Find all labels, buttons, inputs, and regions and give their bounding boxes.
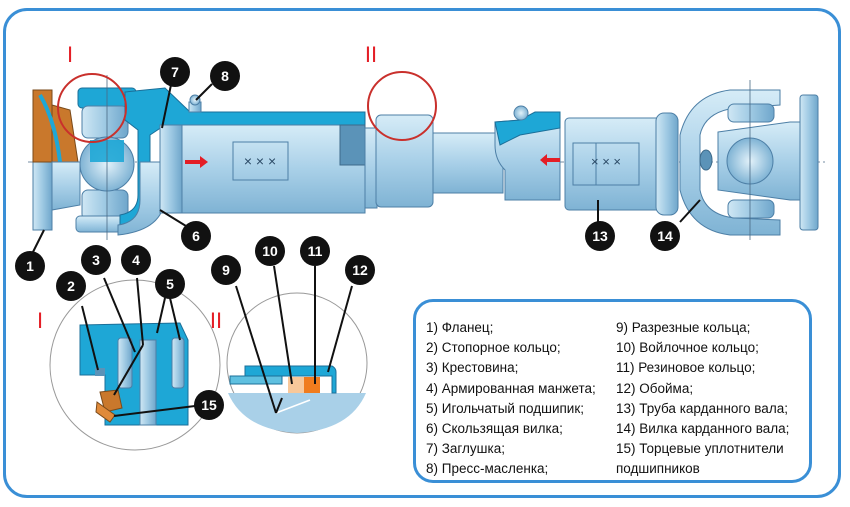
svg-text:× × ×: × × × [244,153,276,169]
legend-item: 4) Армированная манжета; [426,380,596,396]
legend-item: 2) Стопорное кольцо; [426,340,561,356]
svg-text:10: 10 [262,243,278,259]
legend-column-right: 9) Разрезные кольца; 10) Войлочное кольц… [616,318,789,480]
leader-lines [32,79,701,417]
badge-8: 8 [210,61,240,91]
badge-14: 14 [650,221,680,251]
legend-column-left: 1) Фланец; 2) Стопорное кольцо; 3) Крест… [426,318,596,480]
badge-5: 5 [155,269,185,299]
legend-item: 3) Крестовина; [426,360,519,376]
legend-item: 9) Разрезные кольца; [616,320,751,335]
svg-text:9: 9 [222,262,230,278]
badge-15: 15 [194,390,224,420]
shaft-tube: × × × [564,112,679,216]
svg-text:1: 1 [26,258,34,274]
legend-item: 5) Игольчатый подшипик; [426,400,585,416]
detail-marker-I-main: I [67,42,73,67]
legend-item: 12) Обойма; [616,380,694,396]
svg-text:14: 14 [657,228,673,244]
badge-2: 2 [56,271,86,301]
legend-item: 15) Торцевые уплотнители [616,441,784,457]
legend-item: 1) Фланец; [426,320,494,335]
badge-7: 7 [160,57,190,87]
svg-text:× × ×: × × × [591,154,621,169]
legend-item: 14) Вилка карданного вала; [616,421,790,437]
parts-legend: 1) Фланец; 2) Стопорное кольцо; 3) Крест… [413,299,812,483]
detail-marker-I-inset: I [37,308,43,333]
detail-inset-II [226,292,368,434]
shaft-middle [364,105,561,209]
svg-text:5: 5 [166,276,174,292]
universal-joint-left [75,75,137,240]
badge-4: 4 [121,245,151,275]
svg-text:3: 3 [92,252,100,268]
legend-item: подшипников [616,461,700,477]
detail-circle-I [57,73,127,143]
badge-12: 12 [345,255,375,285]
badge-3: 3 [81,245,111,275]
svg-text:13: 13 [592,228,608,244]
legend-item: 8) Пресс-масленка; [426,461,549,477]
svg-text:15: 15 [201,397,217,413]
badge-9: 9 [211,255,241,285]
detail-inset-I [49,279,221,451]
legend-item: 11) Резиновое кольцо; [616,360,756,376]
legend-item: 13) Труба карданного вала; [616,400,788,416]
detail-marker-II-inset: II [210,308,222,333]
svg-text:2: 2 [67,278,75,294]
badge-10: 10 [255,236,285,266]
detail-marker-II-main: II [365,42,377,67]
svg-text:11: 11 [308,243,323,259]
detail-circle-II [367,71,437,141]
sliding-yoke: × × × [117,87,366,236]
legend-item: 7) Заглушка; [426,441,505,457]
legend-item: 6) Скользящая вилка; [426,421,563,437]
outer-frame [3,8,841,498]
badge-6: 6 [181,221,211,251]
legend-item: 10) Войлочное кольцо; [616,340,759,356]
badge-1: 1 [15,251,45,281]
flange-left [32,89,81,231]
svg-text:12: 12 [352,262,368,278]
svg-text:6: 6 [192,228,200,244]
svg-text:8: 8 [221,68,229,84]
svg-text:4: 4 [132,252,140,268]
svg-text:7: 7 [171,64,179,80]
badge-11: 11 [300,236,330,266]
badge-13: 13 [585,221,615,251]
universal-joint-right [679,80,819,240]
